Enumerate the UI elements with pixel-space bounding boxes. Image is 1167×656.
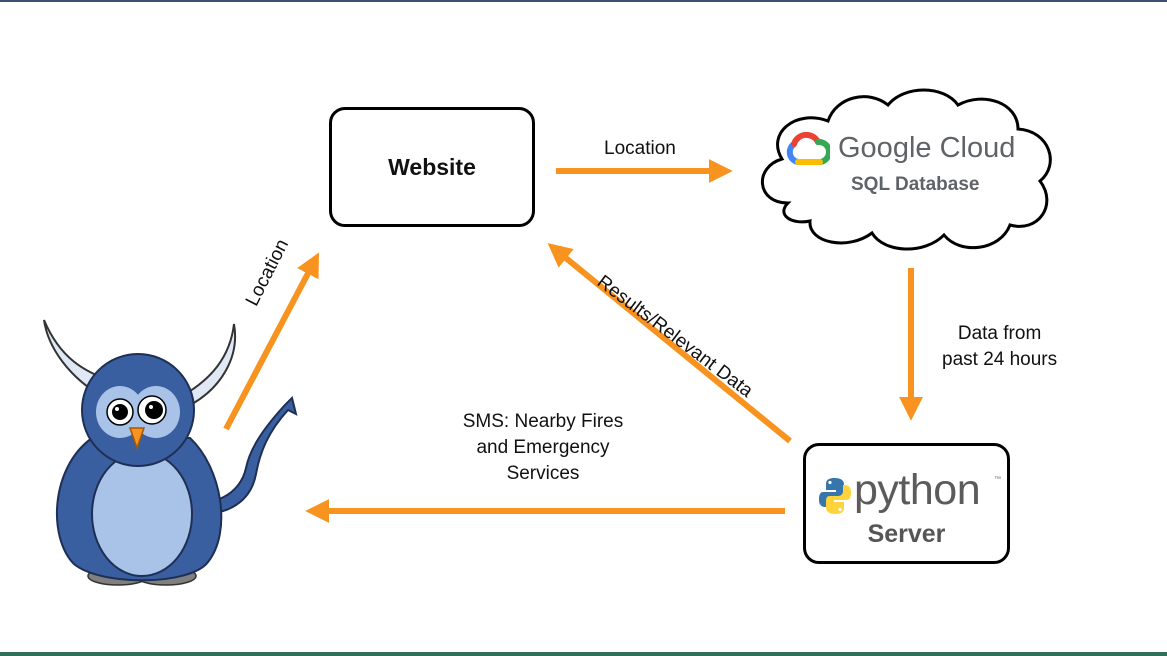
label-sms-line1: SMS: Nearby Fires bbox=[462, 411, 624, 432]
python-logo-icon bbox=[819, 478, 851, 514]
owl-mascot-icon bbox=[43, 319, 298, 586]
label-location-to-cloud: Location bbox=[604, 138, 676, 159]
label-data-line1: Data from bbox=[957, 323, 1042, 344]
google-cloud-brand: Google Cloud bbox=[838, 132, 1016, 164]
label-data-line2: past 24 hours bbox=[942, 349, 1058, 370]
label-sms-line2: and Emergency bbox=[476, 437, 610, 458]
website-label: Website bbox=[388, 153, 476, 180]
python-brand: python bbox=[854, 466, 981, 514]
label-data-24h: Data from past 24 hours bbox=[942, 321, 1057, 373]
label-sms-line3: Services bbox=[506, 463, 580, 484]
server-label: Server bbox=[867, 520, 946, 548]
google-cloud-logo-icon bbox=[786, 132, 830, 165]
bottom-border bbox=[0, 652, 1167, 656]
label-sms: SMS: Nearby Fires and Emergency Services bbox=[438, 409, 648, 487]
top-border bbox=[0, 0, 1167, 2]
cloud-shape bbox=[761, 88, 1052, 251]
website-node: Website bbox=[329, 107, 535, 227]
arrow-user-to-website bbox=[223, 252, 320, 431]
arrow-server-to-website bbox=[547, 243, 792, 444]
sql-database-label: SQL Database bbox=[851, 174, 980, 195]
python-trademark: ™ bbox=[994, 476, 1001, 483]
server-node: python ™ Server bbox=[803, 443, 1010, 564]
